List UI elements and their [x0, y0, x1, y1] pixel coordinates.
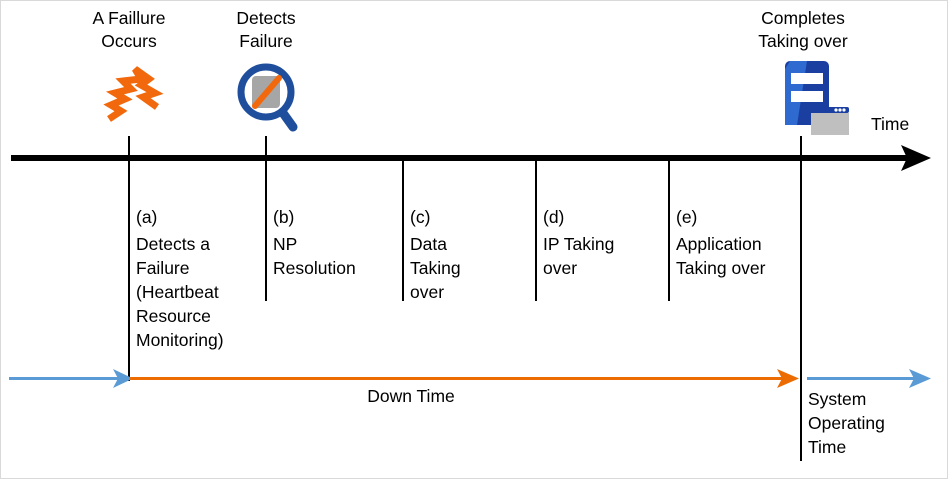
step-label-a-text: Detects a Failure (Heartbeat Resource Mo…	[136, 234, 224, 350]
down-time-bar	[130, 377, 782, 381]
step-label-d-text: IP Taking over	[543, 234, 615, 278]
step-label-e-text: Application Taking over	[676, 234, 766, 278]
down-time-label: Down Time	[367, 386, 455, 406]
tick-line-b	[265, 136, 267, 301]
step-label-c-key: (c)	[410, 207, 431, 227]
step-label-c-text: Data Taking over	[410, 234, 461, 302]
lightning-bolt-icon	[95, 63, 167, 135]
axis-time-label: Time	[871, 114, 910, 134]
tick-line-e	[668, 159, 670, 301]
step-label-a-key: (a)	[136, 207, 158, 227]
operating-time-bar-right	[807, 377, 915, 381]
timeline-axis	[11, 155, 909, 161]
event-caption-detects-failure: Detects Failure	[236, 8, 296, 51]
system-operating-time-label: System Operating Time	[808, 389, 885, 457]
tick-line-d	[535, 159, 537, 301]
tick-line-c	[402, 159, 404, 301]
step-label-e-key: (e)	[676, 207, 698, 227]
event-caption-completes-takeover: Completes Taking over	[758, 8, 848, 51]
server-icon	[777, 59, 855, 139]
event-caption-failure-occurs: A Faillure Occurs	[92, 8, 166, 51]
step-label-b-key: (b)	[273, 207, 295, 227]
operating-time-bar-left	[9, 377, 121, 381]
step-label-b-text: NP Resolution	[273, 234, 356, 278]
magnifying-glass-icon	[235, 61, 307, 139]
tick-line-a	[128, 136, 130, 381]
step-label-d-key: (d)	[543, 207, 565, 227]
tick-line-completes	[800, 136, 802, 461]
